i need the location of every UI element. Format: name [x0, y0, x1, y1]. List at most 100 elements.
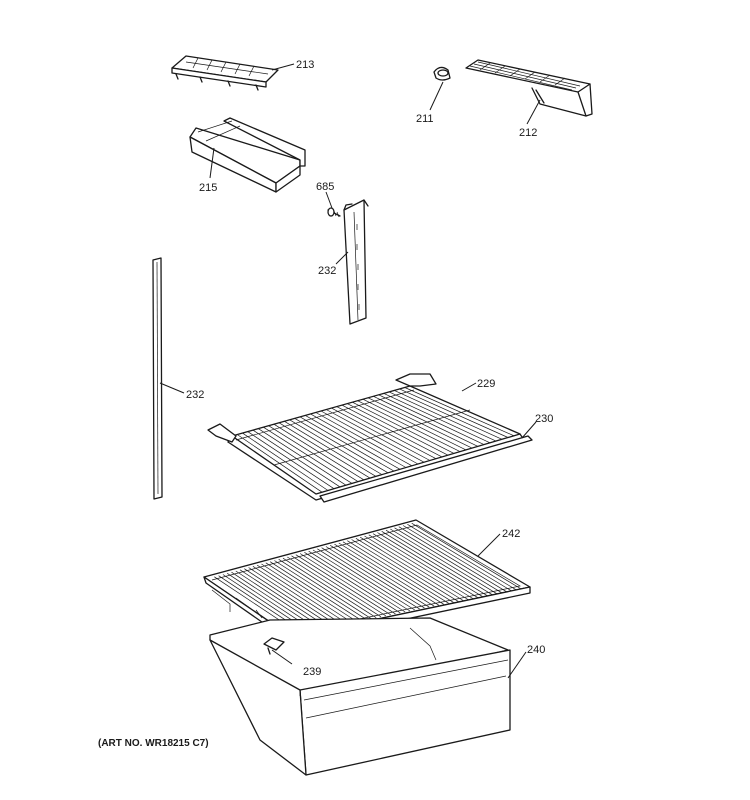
hatch-line — [373, 395, 479, 447]
hatch-line — [269, 561, 362, 621]
hatch-line — [317, 548, 415, 611]
hatch-line — [308, 550, 406, 613]
hatch-line — [305, 415, 401, 470]
hatch-line — [289, 419, 383, 475]
hatch-line — [244, 568, 333, 627]
hatch-line — [299, 416, 395, 472]
hatch-line — [268, 425, 359, 482]
hatch-line — [352, 401, 455, 454]
hatch-line — [368, 534, 473, 599]
hatch-line — [310, 413, 407, 468]
hatch-line — [312, 549, 411, 612]
hatch-line — [394, 527, 502, 594]
callout-242: 242 — [502, 528, 520, 540]
shelf-rail-upper-part — [343, 199, 369, 325]
hatch-line — [248, 567, 338, 626]
hatch-line — [331, 407, 431, 461]
hatch-line — [258, 428, 347, 486]
hatch-line — [347, 540, 449, 604]
hatch-line — [407, 524, 517, 591]
crisper-cover-supports — [211, 589, 263, 619]
hatch-line — [320, 410, 419, 465]
hatch-line — [336, 406, 437, 460]
hatch-line — [398, 526, 507, 593]
hatch-line — [385, 529, 493, 595]
ice-tray-part — [171, 55, 279, 91]
wire-shelf-small-part — [465, 59, 593, 117]
hatch-line — [383, 393, 491, 444]
crisper-drawer-part — [209, 617, 511, 776]
hatch-line — [377, 532, 483, 597]
callout-211: 211 — [416, 113, 434, 125]
hatch-line — [404, 387, 515, 437]
callout-215: 215 — [199, 182, 217, 194]
hatch-line — [355, 538, 459, 602]
hatch-line — [252, 566, 343, 625]
hatch-line — [367, 397, 473, 449]
hatch-line — [282, 557, 377, 618]
storage-bin-part — [189, 117, 306, 193]
callout-212: 212 — [519, 127, 537, 139]
hatch-line — [273, 423, 365, 481]
hatch-line — [247, 431, 335, 489]
hatch-line — [261, 563, 353, 623]
drawer-slide-part — [263, 637, 285, 655]
hatch-line — [242, 432, 329, 491]
callout-232-upper: 232 — [318, 265, 336, 277]
shelf-rail-lower-part — [152, 257, 163, 500]
hatch-line — [265, 562, 357, 622]
hatch-line — [394, 390, 503, 440]
hatch-line — [360, 536, 464, 601]
callout-240: 240 — [527, 644, 545, 656]
callout-213: 213 — [296, 59, 314, 71]
hatch-line — [278, 559, 372, 619]
hatch-line — [362, 398, 467, 451]
hatch-line — [239, 569, 328, 628]
hatch-line — [321, 547, 420, 610]
wire-shelf-large-part — [227, 385, 525, 501]
hatch-line — [341, 404, 443, 458]
callout-239: 239 — [303, 666, 321, 678]
hatch-line — [284, 421, 377, 477]
art-number: (ART NO. WR18215 C7) — [98, 738, 209, 749]
callout-230: 230 — [535, 413, 553, 425]
hatch-line — [411, 522, 522, 590]
hatch-line — [364, 535, 469, 600]
hatch-line — [390, 528, 498, 595]
hatch-line — [295, 554, 391, 616]
hatch-line — [235, 570, 324, 629]
hatch-line — [330, 545, 430, 608]
hatch-line — [287, 556, 382, 618]
hatch-line — [299, 553, 396, 615]
hatch-line — [294, 418, 389, 474]
hatch-line — [334, 543, 435, 607]
hatch-line — [381, 531, 488, 596]
callout-229: 229 — [477, 378, 495, 390]
hatch-line — [237, 434, 323, 493]
leader-lines — [159, 63, 541, 679]
callout-685: 685 — [316, 181, 334, 193]
hatch-line — [402, 525, 512, 592]
hatch-line — [388, 391, 497, 442]
callout-232-lower: 232 — [186, 389, 204, 401]
shelf-knob-part — [433, 66, 451, 81]
hatch-line — [372, 533, 478, 598]
hatch-line — [257, 564, 348, 624]
hatch-line — [342, 541, 444, 605]
wire-shelf-rods — [237, 387, 515, 493]
hatch-line — [252, 429, 341, 488]
hatch-line — [378, 394, 485, 445]
hatch-line — [351, 539, 454, 603]
hatch-line — [326, 409, 425, 463]
hatch-line — [274, 560, 367, 620]
shelf-trim-part — [319, 435, 533, 503]
hatch-line — [357, 400, 461, 452]
hatch-line — [347, 403, 449, 456]
screw-part — [327, 207, 341, 218]
crisper-cover-ribs — [214, 522, 522, 634]
hatch-line — [263, 426, 353, 484]
hatch-line — [338, 542, 440, 606]
hatch-line — [278, 422, 371, 479]
hatch-line — [291, 555, 386, 617]
